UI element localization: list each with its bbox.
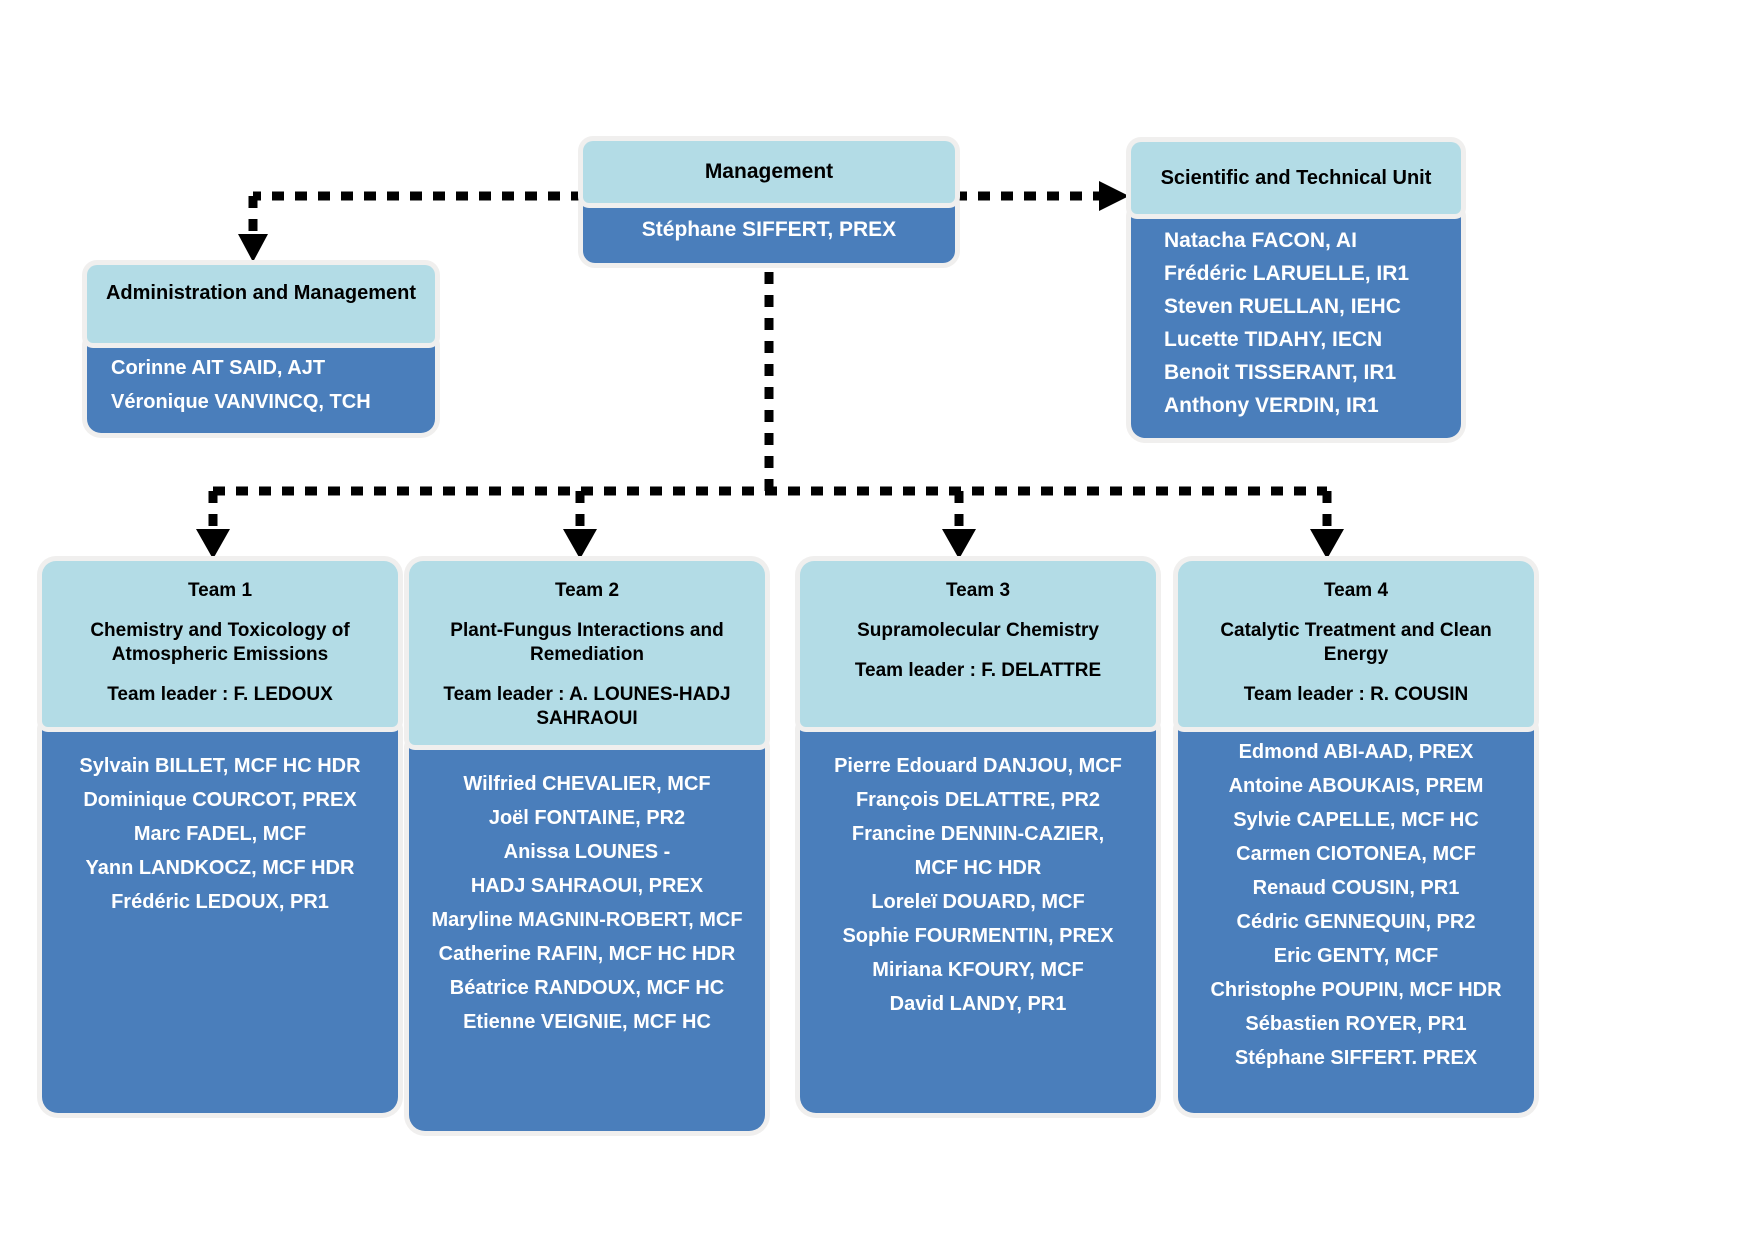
- list-item: Stéphane SIFFERT. PREX: [1234, 1047, 1478, 1069]
- list-item: Renaud COUSIN, PR1: [1252, 877, 1460, 899]
- list-item: Natacha FACON, AI: [1164, 229, 1357, 252]
- list-item: Eric GENTY, MCF: [1273, 945, 1439, 967]
- list-item: Benoit TISSERANT, IR1: [1164, 361, 1397, 384]
- team-3-header: Team 3 Supramolecular Chemistry Team lea…: [800, 561, 1156, 727]
- team-1-header: Team 1 Chemistry and Toxicology of Atmos…: [42, 561, 398, 727]
- arrowhead-team2: [563, 529, 597, 559]
- list-item: Béatrice RANDOUX, MCF HC: [449, 977, 725, 999]
- list-item: Cédric GENNEQUIN, PR2: [1236, 911, 1476, 933]
- list-item: Dominique COURCOT, PREX: [83, 789, 357, 811]
- management-title: Management: [583, 141, 955, 203]
- list-item: Antoine ABOUKAIS, PREM: [1228, 775, 1484, 797]
- list-item: Maryline MAGNIN-ROBERT, MCF: [431, 909, 743, 931]
- list-item: Lucette TIDAHY, IECN: [1164, 328, 1383, 351]
- arrowhead-stu: [1099, 181, 1129, 211]
- administration-title: Administration and Management: [87, 265, 435, 343]
- list-item: HADJ SAHRAOUI, PREX: [470, 875, 704, 897]
- administration-members: Corinne AIT SAID, AJT Véronique VANVINCQ…: [87, 339, 435, 433]
- list-item: François DELATTRE, PR2: [855, 789, 1101, 811]
- list-item: Pierre Edouard DANJOU, MCF: [834, 755, 1122, 777]
- team-1-members: Sylvain BILLET, MCF HC HDR Dominique COU…: [42, 723, 398, 1113]
- scientific-technical-unit-title: Scientific and Technical Unit: [1131, 142, 1461, 214]
- scientific-technical-unit-members: Natacha FACON, AI Frédéric LARUELLE, IR1…: [1131, 210, 1461, 438]
- team-2-node[interactable]: Team 2 Plant-Fungus Interactions and Rem…: [409, 561, 765, 1131]
- team-1-title: Chemistry and Toxicology of Atmospheric …: [90, 620, 350, 665]
- team-3-number: Team 3: [945, 580, 1011, 601]
- team-1-node[interactable]: Team 1 Chemistry and Toxicology of Atmos…: [42, 561, 398, 1113]
- administration-node[interactable]: Administration and Management Corinne AI…: [87, 265, 435, 433]
- list-item: Loreleï DOUARD, MCF: [871, 891, 1085, 913]
- arrowhead-team1: [196, 529, 230, 559]
- list-item: Sylvain BILLET, MCF HC HDR: [79, 755, 361, 777]
- list-item: Sophie FOURMENTIN, PREX: [842, 925, 1114, 947]
- arrowhead-admin: [238, 234, 268, 262]
- team-4-leader: Team leader : R. COUSIN: [1243, 684, 1469, 705]
- team-2-leader: Team leader : A. LOUNES-HADJ SAHRAOUI: [443, 684, 731, 729]
- list-item: Anthony VERDIN, IR1: [1164, 394, 1379, 417]
- list-item: Christophe POUPIN, MCF HDR: [1210, 979, 1502, 1001]
- list-item: Catherine RAFIN, MCF HC HDR: [438, 943, 736, 965]
- scientific-technical-unit-node[interactable]: Scientific and Technical Unit Natacha FA…: [1131, 142, 1461, 438]
- list-item: Sébastien ROYER, PR1: [1245, 1013, 1467, 1035]
- list-item: Marc FADEL, MCF: [133, 823, 307, 845]
- team-2-title: Plant-Fungus Interactions and Remediatio…: [450, 620, 724, 665]
- list-item: Sylvie CAPELLE, MCF HC: [1233, 809, 1479, 831]
- team-3-leader: Team leader : F. DELATTRE: [854, 660, 1102, 681]
- team-3-title: Supramolecular Chemistry: [857, 620, 1099, 641]
- team-4-number: Team 4: [1323, 580, 1389, 601]
- team-2-header: Team 2 Plant-Fungus Interactions and Rem…: [409, 561, 765, 745]
- arrowhead-team4: [1310, 529, 1344, 559]
- list-item: Wilfried CHEVALIER, MCF: [463, 773, 711, 795]
- list-item: Joël FONTAINE, PR2: [488, 807, 686, 829]
- team-2-number: Team 2: [554, 580, 620, 601]
- list-item: Edmond ABI-AAD, PREX: [1238, 741, 1474, 763]
- management-person: Stéphane SIFFERT, PREX: [583, 197, 955, 263]
- team-4-members: Edmond ABI-AAD, PREX Antoine ABOUKAIS, P…: [1178, 723, 1534, 1113]
- team-2-members: Wilfried CHEVALIER, MCF Joël FONTAINE, P…: [409, 741, 765, 1131]
- team-3-members: Pierre Edouard DANJOU, MCF François DELA…: [800, 723, 1156, 1113]
- list-item: Anissa LOUNES -: [503, 841, 671, 863]
- list-item: Etienne VEIGNIE, MCF HC: [463, 1011, 711, 1033]
- team-3-node[interactable]: Team 3 Supramolecular Chemistry Team lea…: [800, 561, 1156, 1113]
- team-4-node[interactable]: Team 4 Catalytic Treatment and Clean Ene…: [1178, 561, 1534, 1113]
- team-4-title: Catalytic Treatment and Clean Energy: [1220, 620, 1492, 665]
- management-node[interactable]: Management Stéphane SIFFERT, PREX: [583, 141, 955, 263]
- list-item: Corinne AIT SAID, AJT: [111, 357, 326, 379]
- list-item: Miriana KFOURY, MCF: [872, 959, 1084, 981]
- team-4-header: Team 4 Catalytic Treatment and Clean Ene…: [1178, 561, 1534, 727]
- list-item: Véronique VANVINCQ, TCH: [111, 391, 371, 413]
- list-item: Yann LANDKOCZ, MCF HDR: [85, 857, 355, 879]
- list-item: MCF HC HDR: [914, 857, 1042, 879]
- list-item: David LANDY, PR1: [889, 993, 1067, 1015]
- list-item: Carmen CIOTONEA, MCF: [1236, 843, 1476, 865]
- list-item: Steven RUELLAN, IEHC: [1164, 295, 1401, 318]
- list-item: Frédéric LEDOUX, PR1: [111, 891, 329, 913]
- team-1-leader: Team leader : F. LEDOUX: [107, 684, 333, 705]
- list-item: Frédéric LARUELLE, IR1: [1164, 262, 1410, 285]
- arrowhead-team3: [942, 529, 976, 559]
- list-item: Francine DENNIN-CAZIER,: [851, 823, 1105, 845]
- team-1-number: Team 1: [187, 580, 253, 601]
